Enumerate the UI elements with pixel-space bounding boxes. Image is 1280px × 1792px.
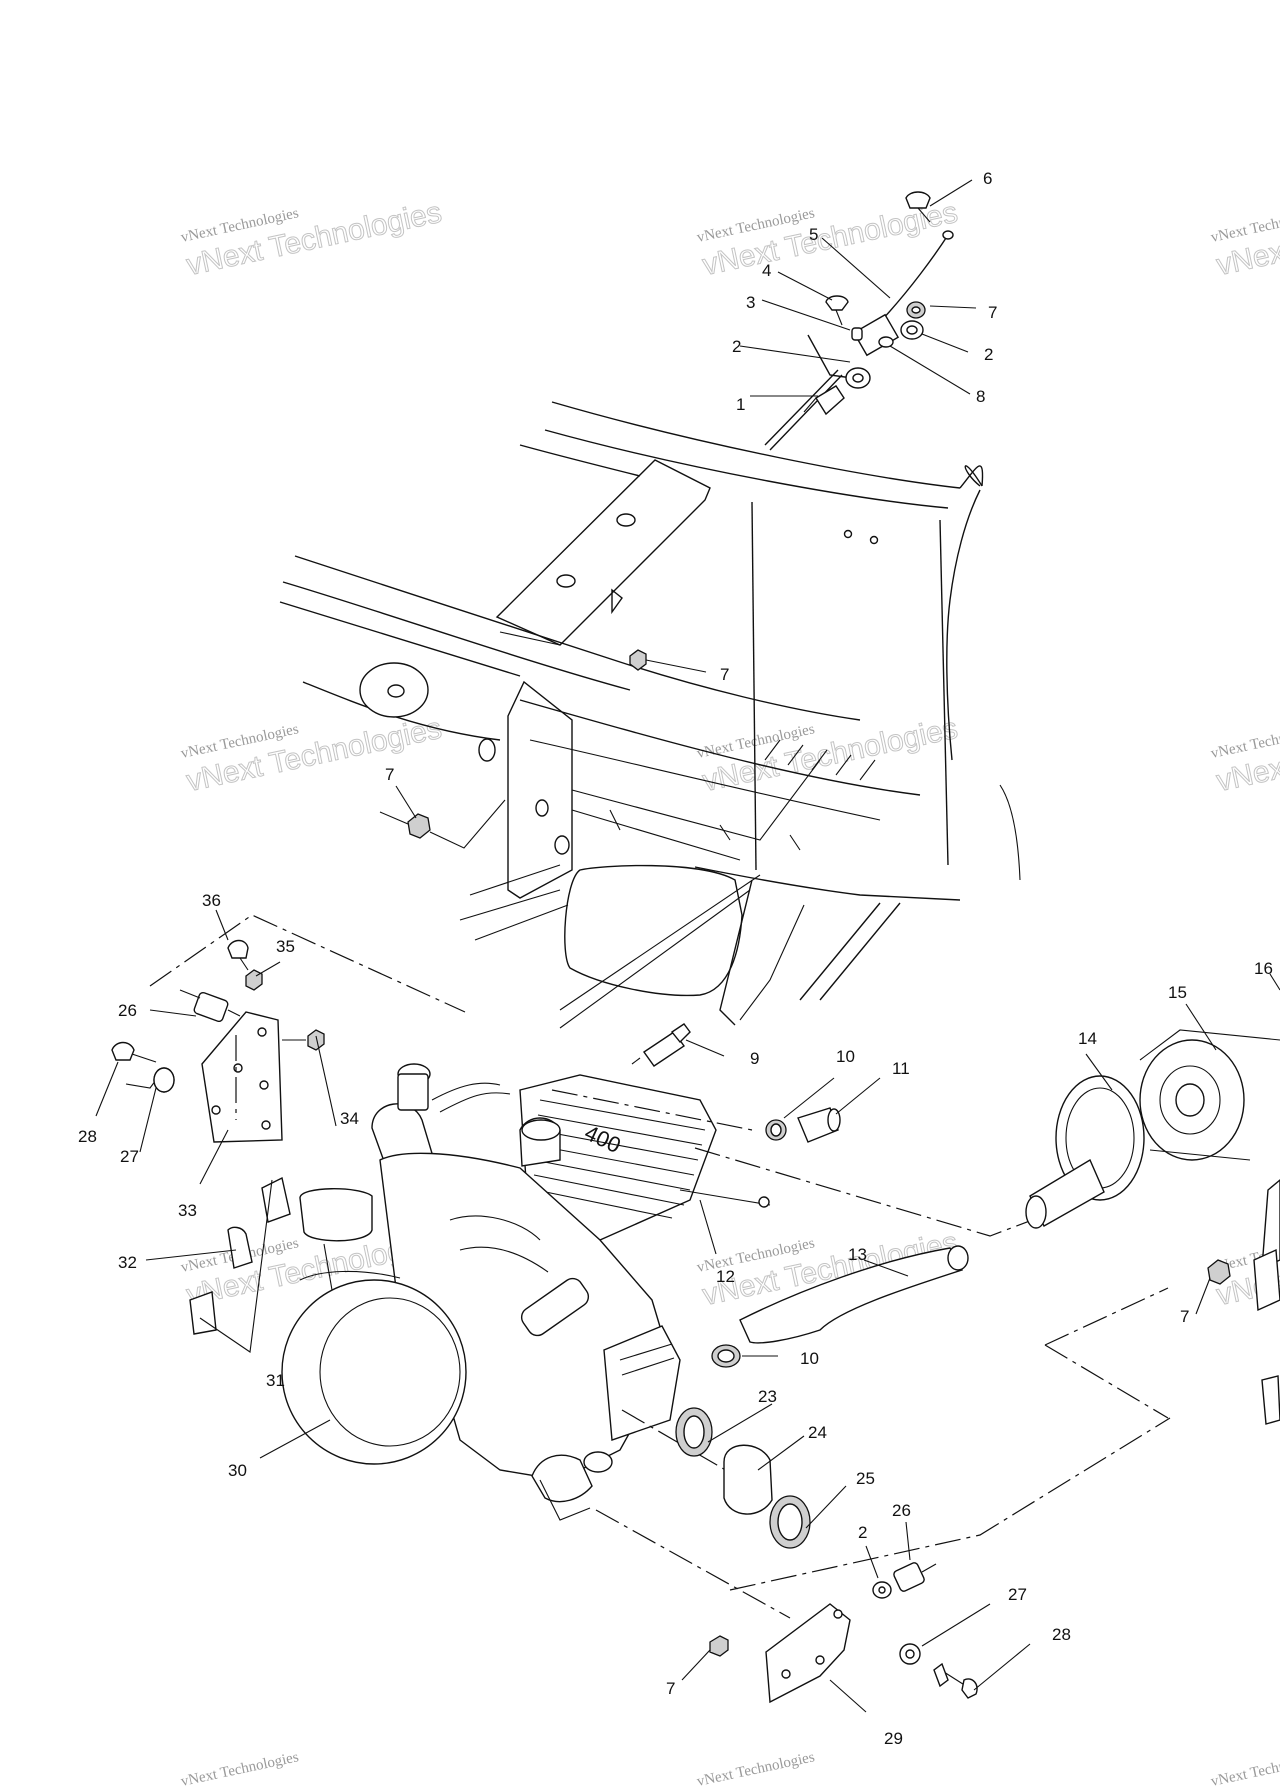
watermark-text: vNext Technologies: [1210, 1749, 1280, 1790]
clamp-10-lower: [711, 1344, 741, 1368]
callout-7: 7: [720, 665, 729, 684]
watermark: vNext Technologies vNext Technologies: [180, 195, 445, 282]
right-mount-bracket: [1207, 1179, 1280, 1425]
callout-28: 28: [1052, 1625, 1071, 1644]
watermark-text: vNext Technologies: [184, 196, 445, 282]
washer-27-lower: [899, 1643, 921, 1665]
callout-5: 5: [809, 225, 818, 244]
callout-3: 3: [746, 293, 755, 312]
callout-11: 11: [892, 1059, 910, 1078]
clutch-cover-15: [1139, 1029, 1280, 1161]
mount-26-lower: [893, 1562, 937, 1592]
callout-7: 7: [1180, 1307, 1189, 1326]
callout-7: 7: [666, 1679, 675, 1698]
callout-14: 14: [1078, 1029, 1097, 1048]
clamp-10-top: [765, 1119, 787, 1141]
watermark-text: vNext Technologies: [700, 712, 961, 798]
callout-12: 12: [716, 1267, 735, 1286]
callout-2: 2: [858, 1523, 867, 1542]
callout-26: 26: [118, 1001, 137, 1020]
bolt-28-left: [125, 1067, 175, 1093]
callout-23: 23: [758, 1387, 777, 1406]
frame-nut-7: [629, 649, 647, 671]
engine-assembly: 400: [281, 1063, 771, 1521]
callout-15: 15: [1168, 983, 1187, 1002]
callout-1: 1: [736, 395, 745, 414]
watermark: vNext Technologies: [1210, 1749, 1280, 1790]
callout-10: 10: [836, 1047, 855, 1066]
callout-34: 34: [340, 1109, 359, 1128]
watermark-text: vNext Technologies: [700, 196, 961, 282]
callout-27: 27: [120, 1147, 139, 1166]
callout-31: 31: [266, 1371, 285, 1390]
hose-11: [797, 1107, 841, 1143]
throttle-cable-bracket: [764, 191, 954, 451]
frame-nut-7-left: [379, 799, 506, 849]
callout-4: 4: [762, 261, 771, 280]
watermark: vNext Technologies: [180, 1749, 301, 1790]
callout-24: 24: [808, 1423, 827, 1442]
callout-25: 25: [856, 1469, 875, 1488]
callout-26: 26: [892, 1501, 911, 1520]
callout-32: 32: [118, 1253, 137, 1272]
callout-29: 29: [884, 1729, 903, 1748]
callout-7: 7: [385, 765, 394, 784]
drive-clutch-14: [1025, 1075, 1145, 1229]
watermark: vNext Technologies vNext Technologies: [696, 711, 961, 798]
parts-32-31: [189, 1176, 291, 1353]
watermark: vNext Technologies: [696, 1749, 817, 1790]
callout-9: 9: [750, 1049, 759, 1068]
callout-27: 27: [1008, 1585, 1027, 1604]
callout-8: 8: [976, 387, 985, 406]
watermark-text: vNext Technologies: [180, 1749, 301, 1790]
watermark: vNext Technologies vNext Technologies: [1210, 711, 1280, 798]
engine-mount-bracket-lower: [765, 1603, 851, 1704]
callout-7: 7: [988, 303, 997, 322]
spark-plug-9: [631, 1023, 691, 1067]
washer-2-lower: [872, 1581, 892, 1599]
callout-6: 6: [983, 169, 992, 188]
callout-13: 13: [848, 1245, 867, 1264]
callout-leaders: [95, 179, 1280, 1713]
callout-36: 36: [202, 891, 221, 910]
hose-13: [739, 1245, 969, 1344]
callout-labels: 6 5 4 7 3 2 2 8 1 7 7 36 35 26 28 27 33 …: [78, 169, 1273, 1748]
watermark: vNext Technologies vNext Technologies: [1210, 195, 1280, 282]
boot-24: [723, 1444, 773, 1515]
clamp-25: [769, 1495, 811, 1549]
callout-2: 2: [732, 337, 741, 356]
callout-16: 16: [1254, 959, 1273, 978]
clamp-23: [675, 1407, 713, 1457]
callout-35: 35: [276, 937, 295, 956]
callout-10: 10: [800, 1349, 819, 1368]
bolt-28-lower: [933, 1662, 978, 1699]
nut-7-lower: [709, 1635, 729, 1657]
watermark-grid: vNext Technologies vNext Technologies vN…: [180, 195, 1280, 1790]
frame-assembly: [279, 401, 1021, 1029]
callout-33: 33: [178, 1201, 197, 1220]
watermark-text: vNext Technologies: [184, 712, 445, 798]
callout-2: 2: [984, 345, 993, 364]
callout-28: 28: [78, 1127, 97, 1146]
watermark-text: vNext Technologies: [696, 1749, 817, 1790]
callout-30: 30: [228, 1461, 247, 1480]
